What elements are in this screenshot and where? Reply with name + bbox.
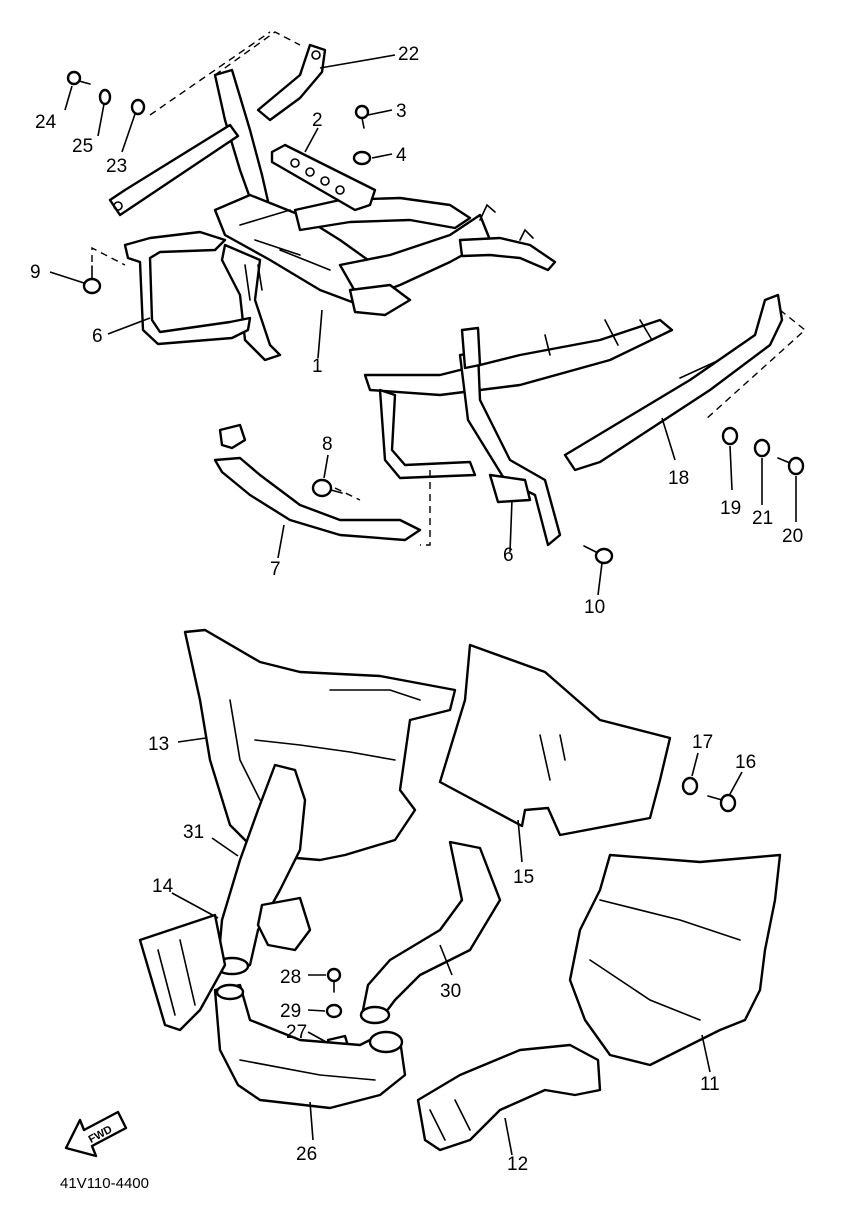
assembly-line [704,309,807,421]
callout-28: 28 [280,967,301,988]
callout-23: 23 [106,156,127,177]
callout-16: 16 [735,752,756,773]
side-rail-part [563,293,784,472]
bracket-plate-part [270,143,377,212]
callout-6-lower: 6 [503,545,514,566]
bolt-16 [707,793,737,813]
rear-frame-part [363,318,674,547]
bolt-28 [326,967,342,993]
assembly-line [334,487,361,501]
callout-24: 24 [35,112,57,133]
cover-13-part [183,628,457,862]
callout-31: 31 [183,822,204,843]
bolt-8 [311,478,343,498]
callout-20: 20 [782,526,803,547]
duct-14-part [138,913,227,1032]
stay-part [108,43,327,217]
callout-22: 22 [398,44,419,65]
nut-29 [325,1003,343,1019]
callout-2: 2 [312,110,323,131]
callout-7: 7 [270,559,281,580]
callout-17: 17 [692,732,713,753]
assembly-line [91,246,126,266]
assembly-line [420,470,431,546]
callout-19: 19 [720,498,741,519]
washer-25 [98,88,112,106]
nut-4 [352,150,372,166]
duct-26-part [213,983,407,1110]
leader-lines [49,54,797,1156]
callout-12: 12 [507,1154,528,1175]
cover-11-part [568,853,782,1067]
forward-direction-arrow: FWD [64,1110,128,1158]
callout-25: 25 [72,136,93,157]
callout-13: 13 [148,734,169,755]
callout-21: 21 [752,508,773,529]
callout-labels: 1 2 3 4 6 6 7 8 9 10 11 12 13 14 15 16 1… [30,44,803,1175]
callout-18: 18 [668,468,689,489]
washer-23 [130,98,146,116]
assembly-line [149,31,271,116]
callout-9: 9 [30,262,41,283]
bolt-3 [354,104,370,129]
callout-10: 10 [584,597,605,618]
main-frame-part [213,68,557,362]
bolt-9 [82,265,102,295]
callout-14: 14 [152,876,174,897]
washer-17 [681,776,699,796]
bolt-20 [777,456,805,476]
callout-30: 30 [440,981,461,1002]
callout-6-upper: 6 [92,326,103,347]
callout-11: 11 [700,1074,720,1095]
bolt-24 [66,70,91,86]
callout-8: 8 [322,434,333,455]
washer-19 [721,426,739,446]
callout-4: 4 [396,145,407,166]
bolt-10 [583,545,614,565]
document-number: 41V110-4400 [60,1175,149,1192]
callout-27: 27 [286,1022,307,1043]
cover-15-part [438,643,672,837]
assembly-line [214,31,301,76]
duct-30-part [359,840,502,1025]
curved-bracket-part [213,423,422,542]
callout-15: 15 [513,867,534,888]
duct-12-part [416,1043,602,1152]
callout-29: 29 [280,1001,301,1022]
washer-21 [753,438,771,458]
cap-part [256,896,312,952]
callout-26: 26 [296,1144,317,1165]
callout-3: 3 [396,101,407,122]
callout-1: 1 [312,356,323,377]
engine-bracket-left-part [123,230,252,346]
